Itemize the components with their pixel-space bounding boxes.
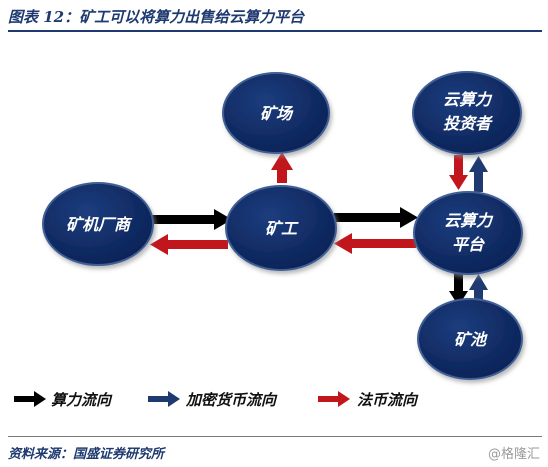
node-miner-label: 矿工 (265, 219, 299, 238)
arrow-miner-to-manufacturer (150, 234, 228, 255)
arrow-manufacturer-to-miner (152, 209, 232, 230)
node-cloud-investor-label-2: 投资者 (443, 114, 494, 133)
arrow-investor-to-platform (449, 155, 468, 190)
node-cloud-platform-label-1: 云算力 (444, 211, 494, 230)
node-cloud-investor: 云算力 投资者 (412, 71, 522, 155)
watermark: @格隆汇 (487, 447, 540, 462)
node-miner: 矿工 (225, 185, 337, 271)
legend: 算力流向 加密货币流向 法币流向 (14, 391, 419, 409)
source-note: 资料来源：国盛证券研究所 (8, 447, 165, 462)
node-manufacturer: 矿机厂商 (42, 182, 154, 266)
arrow-platform-to-miner (334, 233, 416, 254)
figure-title: 图表 12：矿工可以将算力出售给云算力平台 (8, 8, 305, 26)
arrow-pool-to-platform (469, 274, 488, 308)
legend-fiat: 法币流向 (318, 391, 419, 409)
legend-fiat-label: 法币流向 (357, 391, 419, 409)
legend-crypto-label: 加密货币流向 (185, 391, 278, 409)
source-divider (8, 436, 542, 437)
legend-hashpower: 算力流向 (14, 391, 113, 409)
node-pool-label: 矿池 (454, 330, 488, 349)
arrow-miner-to-platform (334, 207, 418, 228)
node-manufacturer-label: 矿机厂商 (66, 215, 133, 234)
legend-hashpower-label: 算力流向 (51, 391, 113, 409)
title-divider (8, 30, 542, 32)
node-mine-label: 矿场 (260, 104, 294, 123)
arrow-miner-to-mine (271, 152, 293, 183)
node-cloud-platform-label-2: 平台 (452, 235, 485, 254)
node-cloud-investor-label-1: 云算力 (443, 90, 493, 109)
legend-crypto: 加密货币流向 (148, 391, 278, 409)
node-cloud-platform: 云算力 平台 (413, 191, 523, 275)
node-mine: 矿场 (222, 72, 330, 154)
arrow-platform-to-pool (449, 273, 468, 306)
node-pool: 矿池 (417, 298, 523, 380)
arrow-platform-to-investor (469, 156, 488, 192)
